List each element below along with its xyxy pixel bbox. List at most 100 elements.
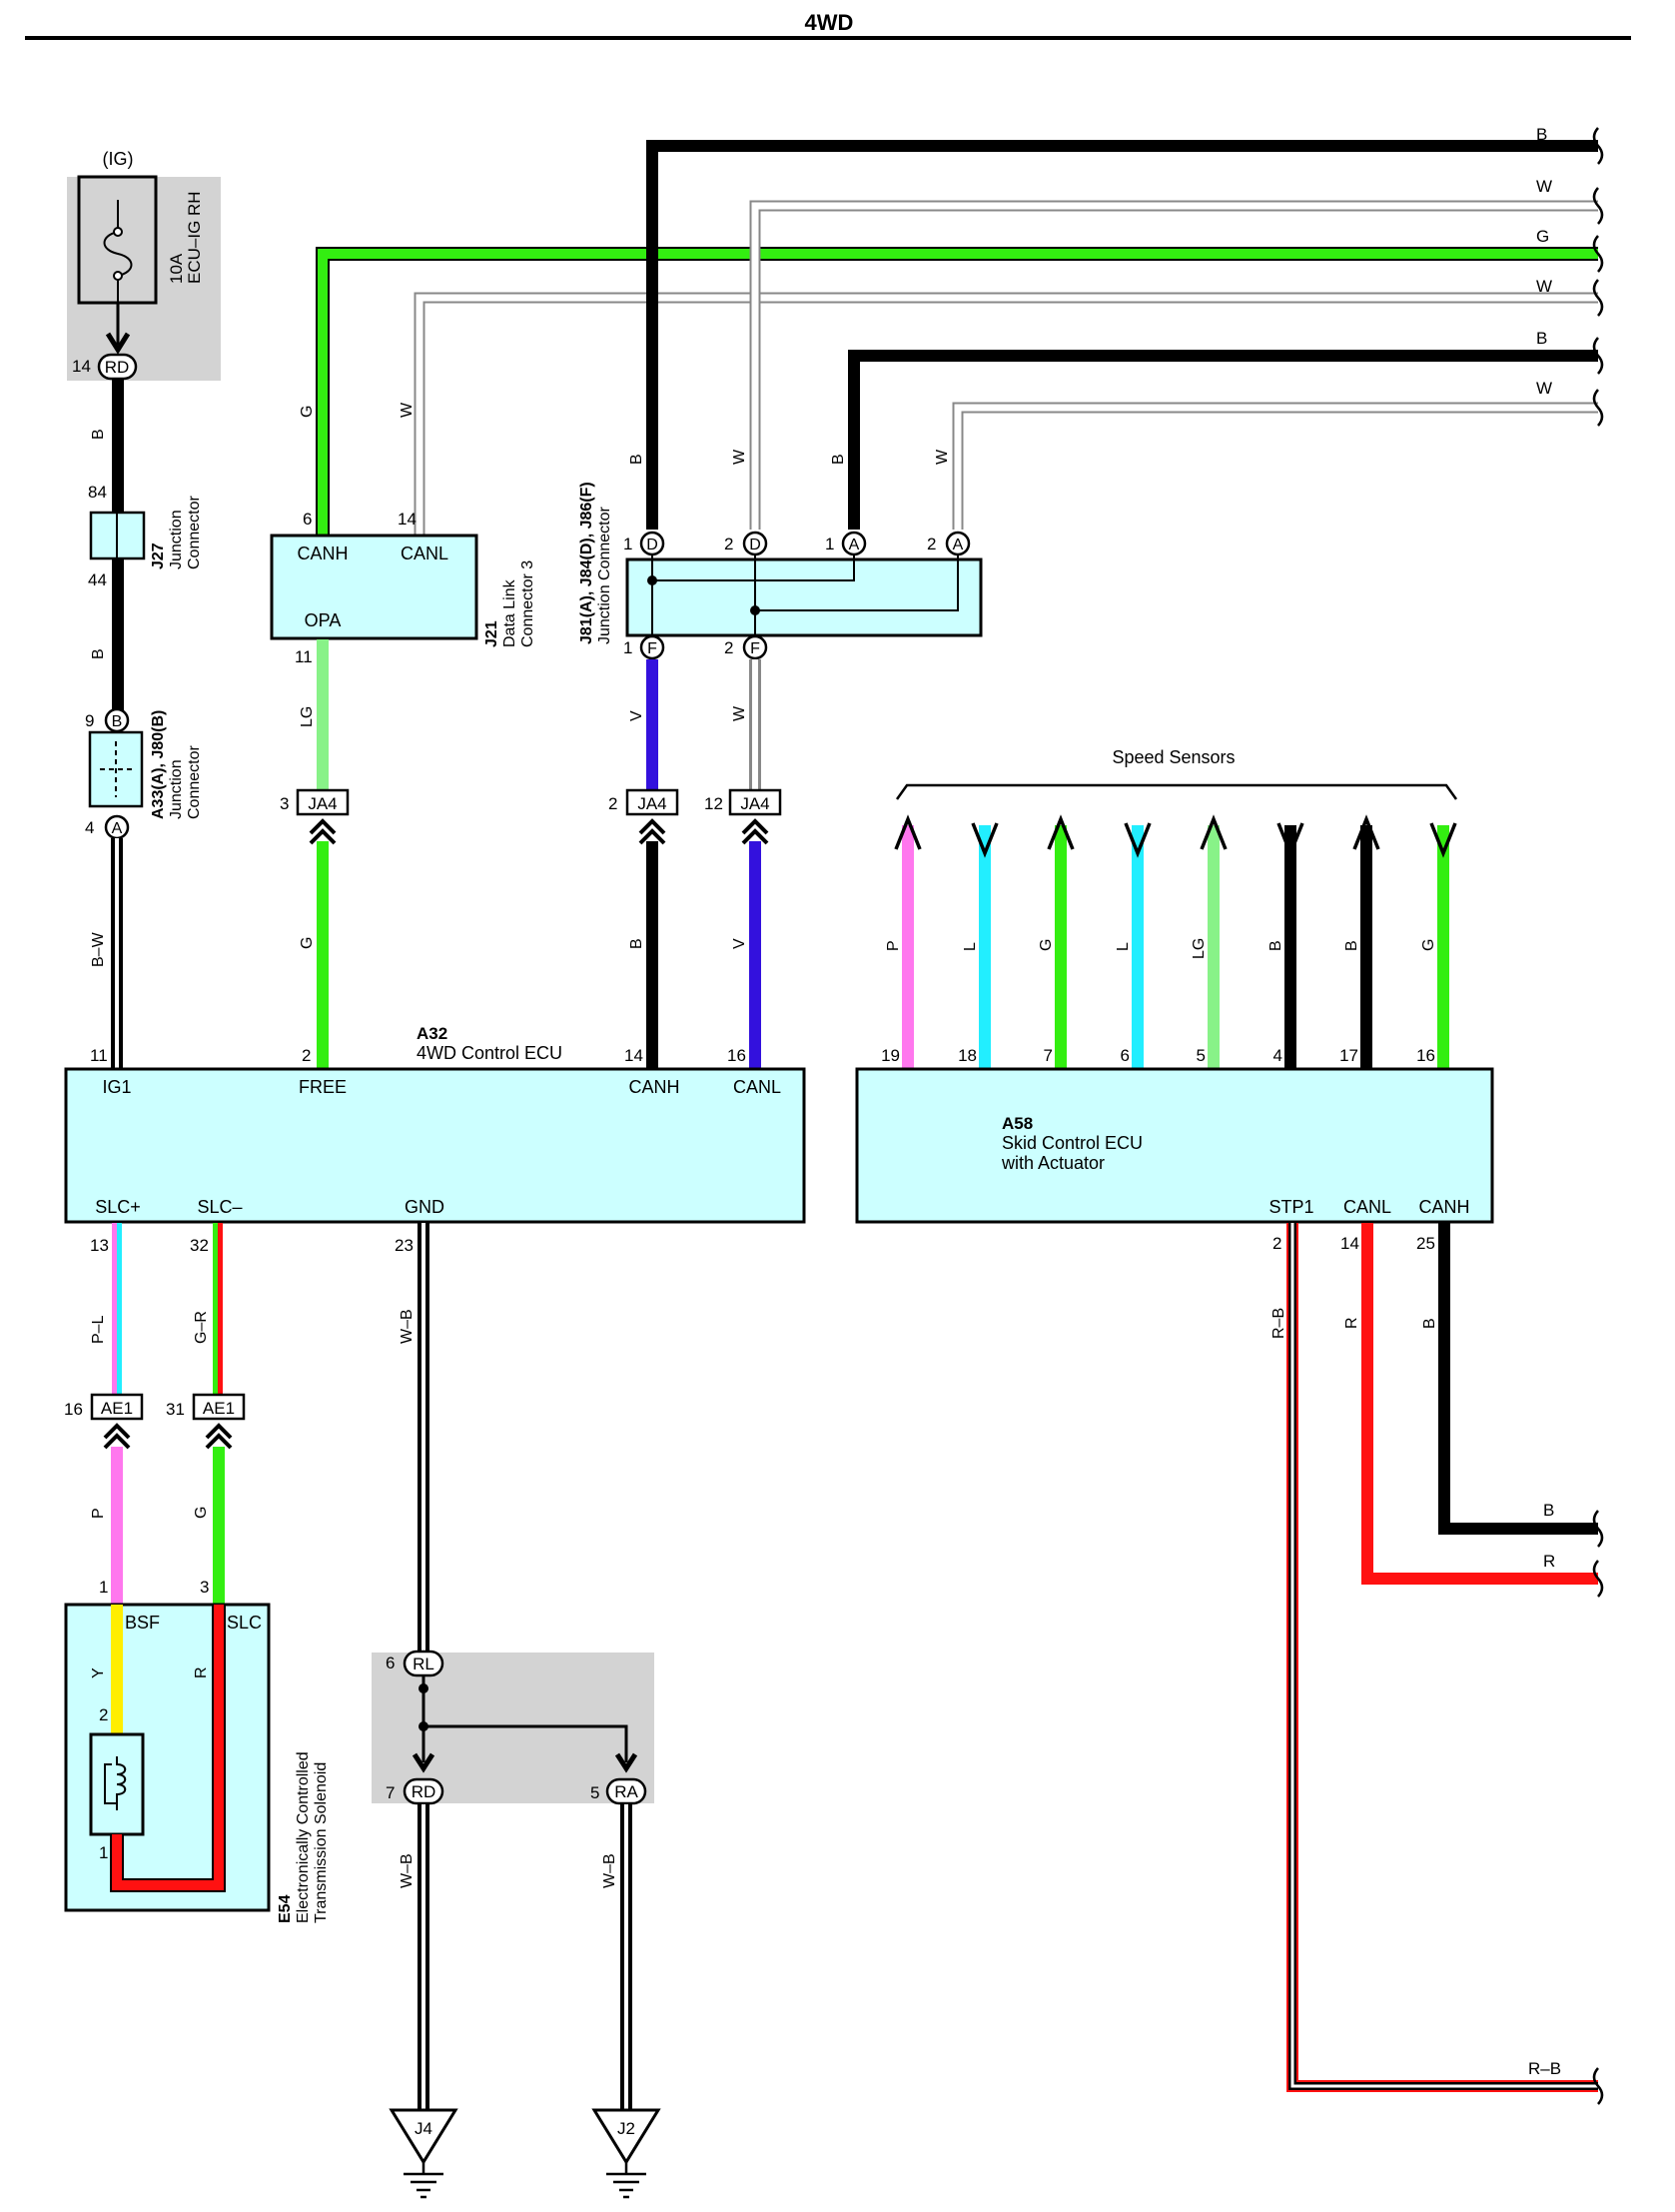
a32-pin-slc-minus-num: 32	[190, 1236, 209, 1255]
j21-box	[270, 534, 478, 640]
j81-splice-2	[750, 605, 760, 615]
ground-ra-pin: 5	[590, 1783, 599, 1802]
a32-label-slc-plus: SLC+	[95, 1197, 141, 1217]
speed-sensor-arrow-up	[1047, 814, 1075, 850]
speed-sensor-arrow-down	[1276, 822, 1304, 858]
speed-sensor-arrow-down	[1124, 822, 1152, 858]
ground-rl-pin: 6	[386, 1654, 395, 1672]
wire-code-opa-ja4: LG	[299, 706, 316, 727]
wire-ja4-free	[317, 841, 329, 1069]
right-bottom-code-1: R	[1543, 1552, 1555, 1571]
wire-code-canh-top: G	[299, 406, 316, 418]
wire-code-j81-d1: B	[628, 454, 645, 465]
wire-code-j81-a2: W	[934, 449, 951, 465]
a32-label-gnd: GND	[405, 1197, 444, 1217]
ae1-1-pin: 16	[64, 1400, 83, 1419]
wire-code-rd-j4: W–B	[399, 1853, 416, 1888]
wire-gnd-fill	[421, 1223, 425, 1653]
a32-pin-canl-num: 16	[727, 1046, 746, 1065]
j81-pin-d1-conn: D	[646, 537, 658, 553]
j21-name-2: Connector 3	[519, 560, 536, 647]
right-wire-code-3: W	[1536, 277, 1552, 296]
j27-name-2: Connector	[186, 496, 203, 569]
ground-j2-symbol	[606, 2162, 646, 2199]
wire-code-stp1: R–B	[1270, 1308, 1287, 1339]
j21-code: J21	[483, 620, 500, 647]
a58-label-canh: CANH	[1418, 1197, 1469, 1217]
j81-pin-f2	[742, 634, 768, 660]
right-wire-code-0: B	[1536, 125, 1547, 144]
speed-sensor-arrow-down	[971, 822, 999, 858]
j81-name: Junction Connector	[596, 506, 613, 644]
wire-ae1-slc	[213, 1447, 225, 1605]
speed-sensor-wire	[979, 825, 991, 1069]
ground-rd-conn	[403, 1777, 444, 1805]
wire-slc-minus-r	[218, 1223, 223, 1405]
wire-code-fuse-j27: B	[90, 429, 107, 440]
wire-stp1-inner	[1290, 1223, 1598, 2088]
ja4-3-chevron	[741, 818, 769, 845]
speed-sensor-wire-code: L	[1115, 942, 1132, 951]
j81-pin-f2-num: 2	[724, 638, 733, 657]
break-squiggle-1	[1592, 187, 1604, 225]
speed-sensor-arrow-up	[1200, 814, 1228, 850]
a33-name-2: Connector	[186, 745, 203, 819]
a32-pin-gnd-num: 23	[395, 1236, 414, 1255]
j81-code: J81(A), J84(D), J86(F)	[578, 482, 595, 644]
fuse-pin-num: 14	[72, 357, 91, 376]
break-squiggle-b0	[1592, 1510, 1604, 1548]
wire-j81-f1	[646, 659, 658, 789]
e54-coil-icon	[104, 1756, 127, 1810]
e54-slc-label: SLC	[227, 1613, 262, 1633]
wire-code-ae1-slc: G	[193, 1507, 210, 1519]
speed-sensor-pin-num: 4	[1273, 1046, 1282, 1065]
j81-pin-f2-conn: F	[750, 640, 760, 657]
wire-code-ae1-bsf: P	[90, 1508, 107, 1519]
ground-j4-triangle	[389, 2108, 458, 2165]
wire-slc-plus-l	[117, 1223, 122, 1405]
a58-pin-canh-num: 25	[1416, 1234, 1435, 1253]
speed-sensor-wire-code: LG	[1191, 938, 1208, 959]
wire-j81-d2-fill	[751, 202, 1598, 530]
fuse-name: ECU–IG RH	[185, 191, 204, 284]
a58-name-2: with Actuator	[1001, 1153, 1105, 1173]
speed-sensor-pin-num: 18	[958, 1046, 977, 1065]
break-squiggle-b2	[1592, 2067, 1604, 2105]
j81-internal-1	[651, 555, 855, 646]
fuse-dot-bottom	[113, 271, 123, 281]
j81-pin-d2	[742, 531, 768, 556]
j21-name-1: Data Link	[501, 578, 518, 647]
wire-a33-ig1-fill	[115, 838, 119, 1069]
ae1-1-chevron	[103, 1423, 131, 1450]
right-wire-code-4: B	[1536, 329, 1547, 348]
j21-pin-canh: 6	[303, 510, 312, 529]
wire-j81-a2-fill	[954, 404, 1598, 530]
wire-j81-a1	[848, 350, 1598, 530]
ground-rd-pin: 7	[386, 1783, 395, 1802]
j27-pin-top: 84	[88, 483, 107, 502]
ae1-2-chevron	[205, 1423, 233, 1450]
speed-sensor-wire	[1055, 825, 1067, 1069]
ja4-2-chevron	[638, 818, 666, 845]
ground-j4-symbol	[404, 2162, 443, 2199]
ja4-1-label: JA4	[308, 794, 337, 813]
a32-pin-free-num: 2	[302, 1046, 311, 1065]
a58-box	[855, 1067, 1494, 1224]
right-wire-code-1: W	[1536, 177, 1552, 196]
speed-sensor-wire-code: L	[962, 942, 979, 951]
fuse-connector-label: RD	[105, 358, 130, 377]
ground-arrow-ra	[614, 1752, 638, 1773]
ja4-2-pin: 2	[608, 794, 617, 813]
ground-j2-label: J2	[617, 2119, 635, 2138]
j21-canh-label: CANH	[297, 544, 348, 563]
fuse-shade	[67, 177, 221, 381]
wire-a58-canl	[1361, 1223, 1598, 1585]
a32-code: A32	[417, 1024, 447, 1043]
break-squiggle-3	[1592, 279, 1604, 317]
wire-slc-minus-g	[213, 1223, 218, 1405]
a32-label-ig1: IG1	[102, 1077, 131, 1097]
ja4-1-box	[296, 788, 350, 816]
speed-sensors-label: Speed Sensors	[1112, 747, 1235, 767]
e54-name-1: Electronically Controlled	[295, 1751, 312, 1923]
j81-pin-a1-num: 1	[825, 535, 834, 553]
